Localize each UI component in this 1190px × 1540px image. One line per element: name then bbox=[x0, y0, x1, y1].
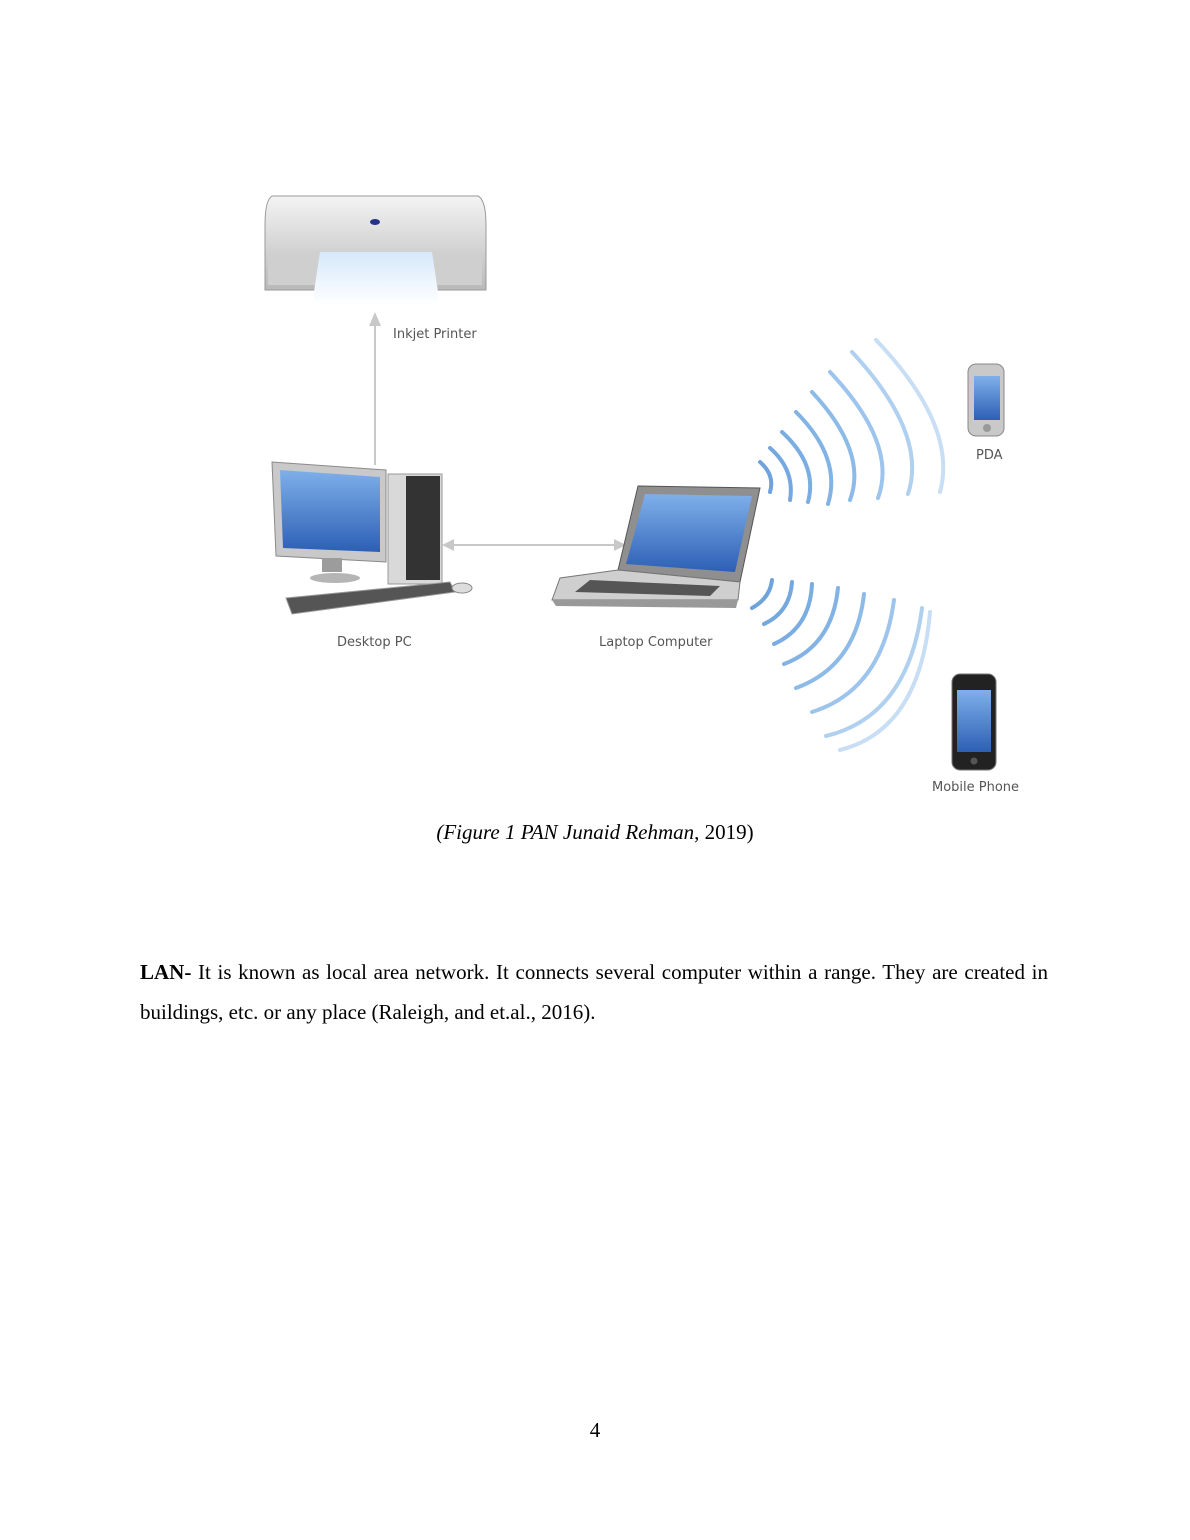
node-label-laptop: Laptop Computer bbox=[599, 635, 713, 650]
wireless-signal-upper bbox=[758, 338, 946, 506]
desktop-computer-icon bbox=[271, 461, 473, 615]
node-label-printer: Inkjet Printer bbox=[393, 327, 477, 342]
pda-icon bbox=[967, 363, 1005, 437]
node-label-pda: PDA bbox=[976, 448, 1003, 463]
printer-icon bbox=[264, 195, 487, 305]
lan-term: LAN- bbox=[140, 960, 192, 984]
page-number: 4 bbox=[589, 1418, 601, 1442]
caption-italic: (Figure 1 PAN Junaid Rehman bbox=[436, 820, 695, 844]
laptop-icon bbox=[551, 485, 761, 608]
pan-network-figure: Inkjet Printer Desktop PC Laptop Compute… bbox=[250, 180, 1050, 810]
node-label-phone: Mobile Phone bbox=[932, 780, 1020, 795]
lan-paragraph: LAN- It is known as local area network. … bbox=[140, 952, 1048, 1032]
mobile-phone-icon bbox=[951, 673, 997, 771]
caption-year: , 2019) bbox=[694, 820, 754, 844]
lan-definition: It is known as local area network. It co… bbox=[140, 960, 1048, 1024]
figure-caption: (Figure 1 PAN Junaid Rehman, 2019) bbox=[0, 820, 1190, 845]
node-label-desktop: Desktop PC bbox=[337, 635, 412, 650]
wireless-signal-lower bbox=[750, 578, 932, 752]
